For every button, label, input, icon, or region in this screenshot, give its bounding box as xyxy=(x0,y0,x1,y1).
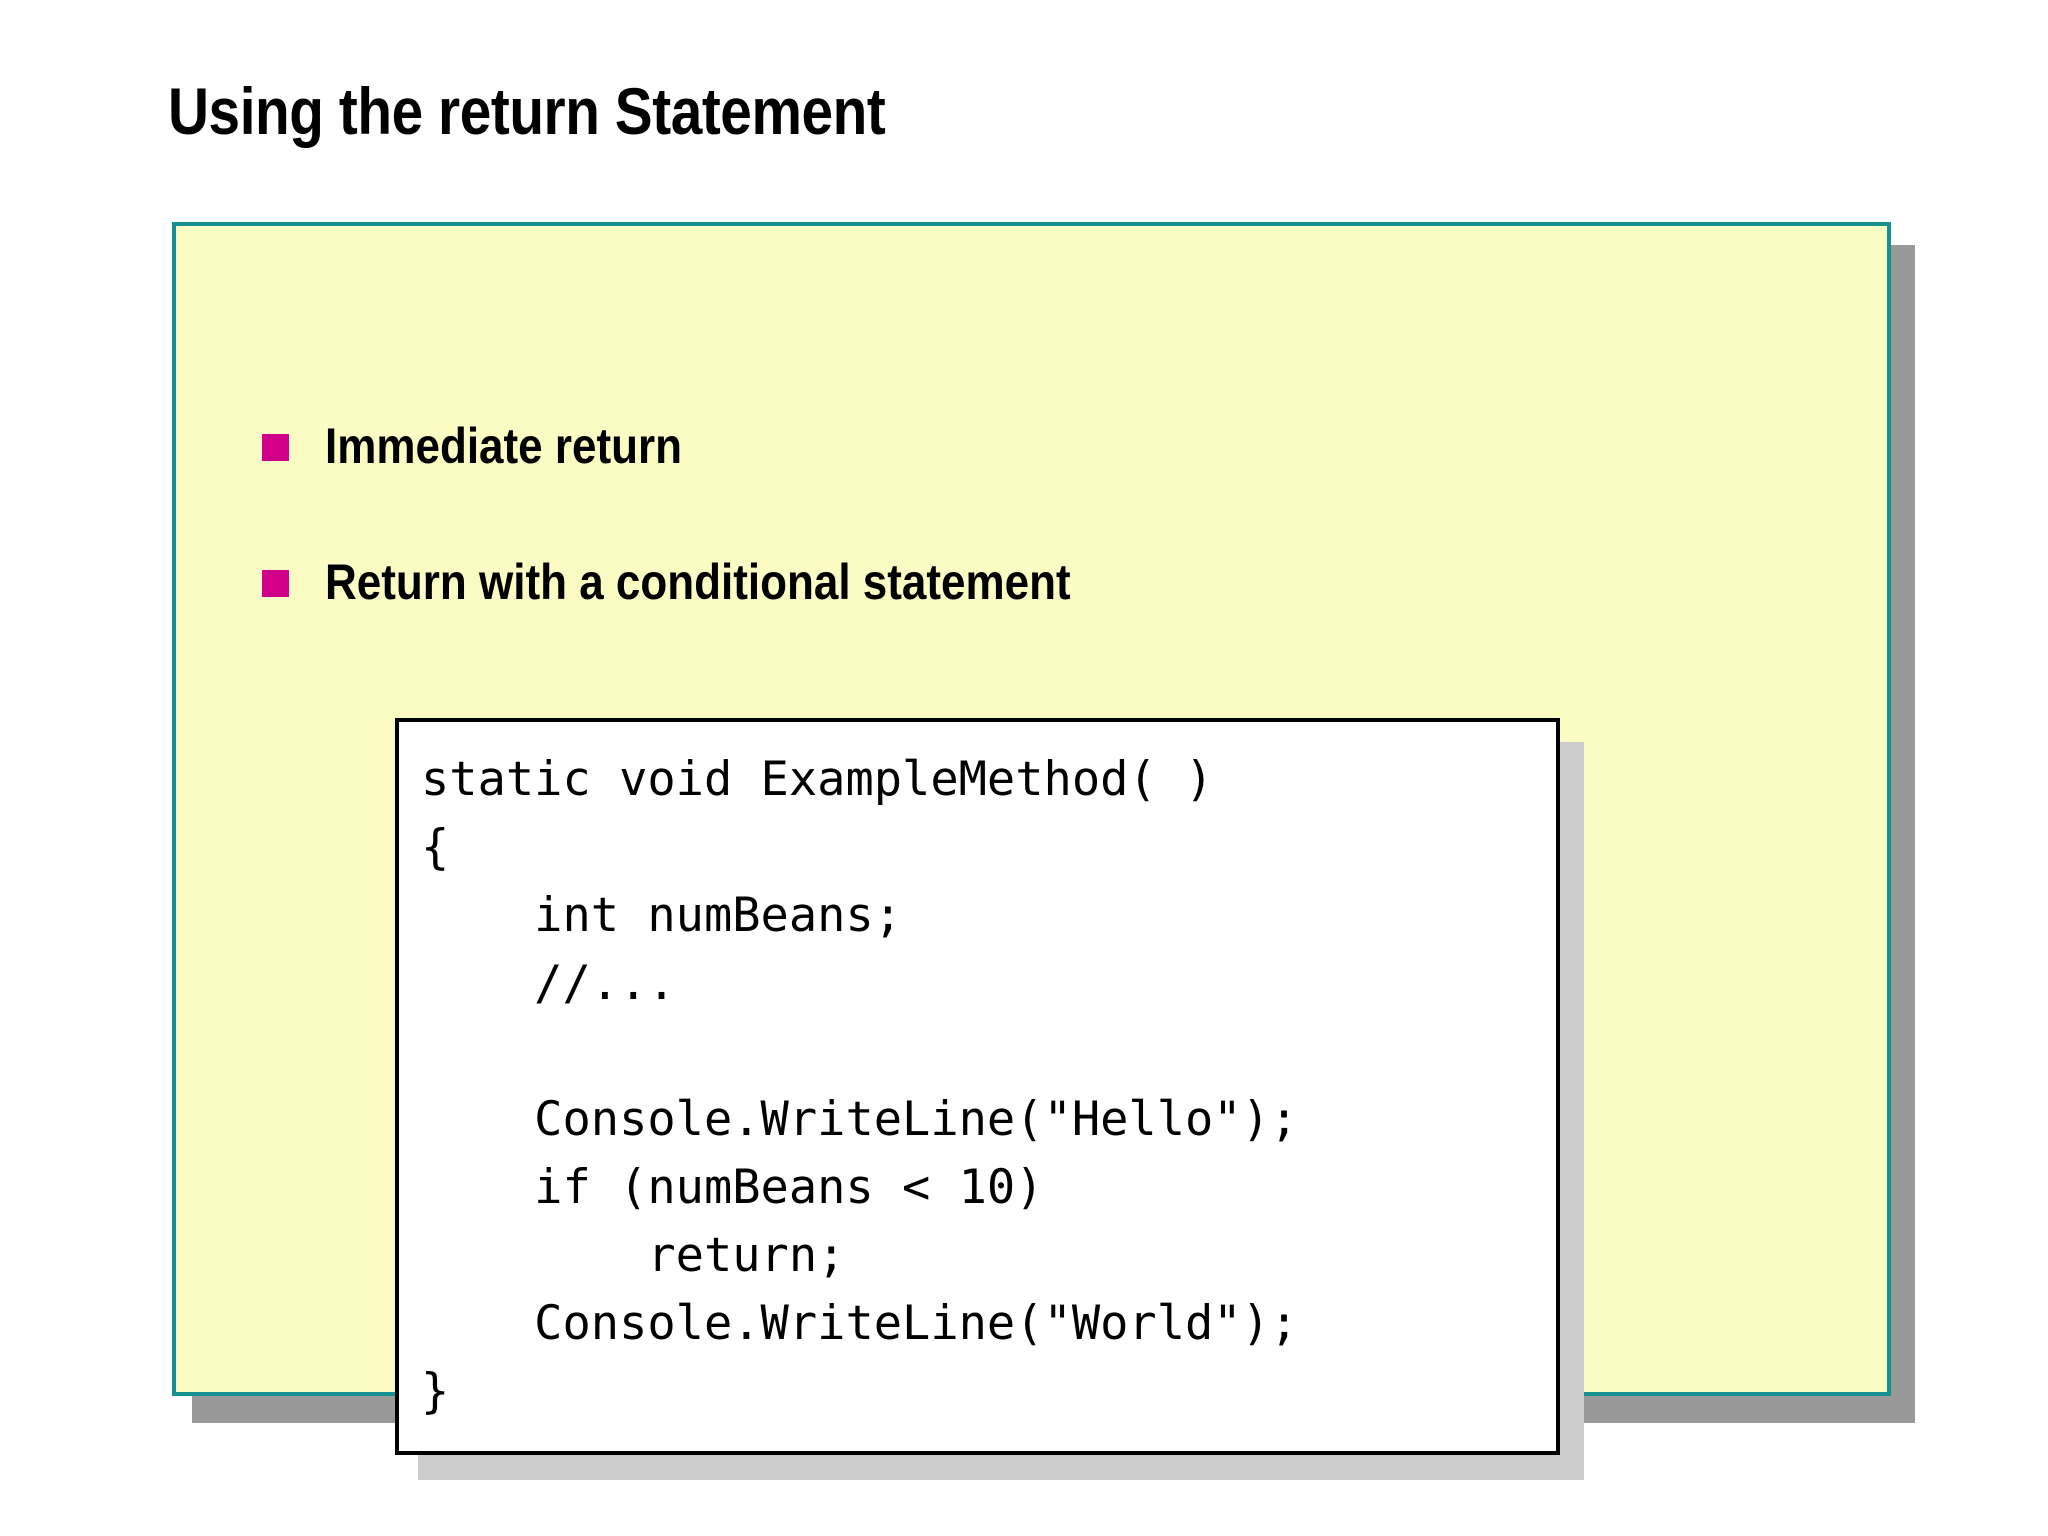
bullet-list: Immediate return Return with a condition… xyxy=(262,412,1822,684)
bullet-label-conditional-return: Return with a conditional statement xyxy=(325,554,1071,610)
list-item: Immediate return xyxy=(262,412,1822,482)
page-title: Using the return Statement xyxy=(168,74,886,148)
list-item: Return with a conditional statement xyxy=(262,548,1822,618)
square-bullet-icon xyxy=(262,570,289,597)
bullet-label-immediate-return: Immediate return xyxy=(325,418,682,474)
code-sample-box: static void ExampleMethod( ) { int numBe… xyxy=(395,718,1560,1455)
code-sample-text: static void ExampleMethod( ) { int numBe… xyxy=(421,752,1299,1419)
square-bullet-icon xyxy=(262,434,289,461)
